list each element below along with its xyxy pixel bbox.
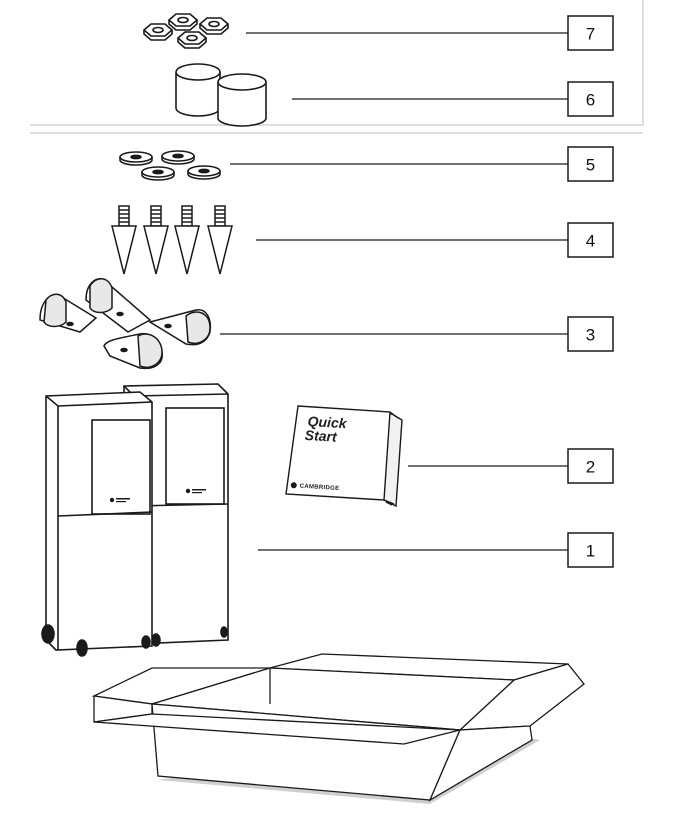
callout-box-4: 4: [567, 222, 614, 258]
callout-box-3: 3: [567, 316, 614, 352]
cambridge-logo-icon: [290, 482, 297, 489]
callout-box-7: 7: [567, 15, 614, 51]
callout-label-7: 7: [586, 25, 595, 44]
spikes-illustration: [111, 205, 233, 275]
booklet-title-line2: Start: [304, 427, 338, 445]
speakers-illustration: [41, 383, 229, 657]
callout-label-5: 5: [586, 156, 595, 175]
quick-start-booklet-illustration: [285, 405, 403, 508]
callout-label-4: 4: [586, 232, 595, 251]
washers-illustration: [119, 150, 221, 181]
booklet-title-line1: Quick: [307, 413, 348, 431]
outrigger-feet-illustration: [39, 278, 212, 370]
rubber-feet-illustration: [175, 63, 267, 127]
callout-box-2: 2: [567, 448, 614, 484]
callout-label-2: 2: [586, 458, 595, 477]
booklet-brand: CAMBRIDGE: [300, 484, 340, 492]
callout-label-3: 3: [586, 326, 595, 345]
callout-label-6: 6: [586, 91, 595, 110]
hex-nuts-illustration: [142, 13, 230, 49]
callout-box-5: 5: [567, 146, 614, 182]
cardboard-box-illustration: [91, 653, 585, 804]
callout-label-1: 1: [586, 542, 595, 561]
callout-box-6: 6: [567, 81, 614, 117]
section-dividers: [30, 0, 644, 134]
callout-box-1: 1: [567, 532, 614, 568]
booklet-text: Quick Start CAMBRIDGE: [290, 413, 348, 492]
speaker-badges: [109, 488, 206, 503]
